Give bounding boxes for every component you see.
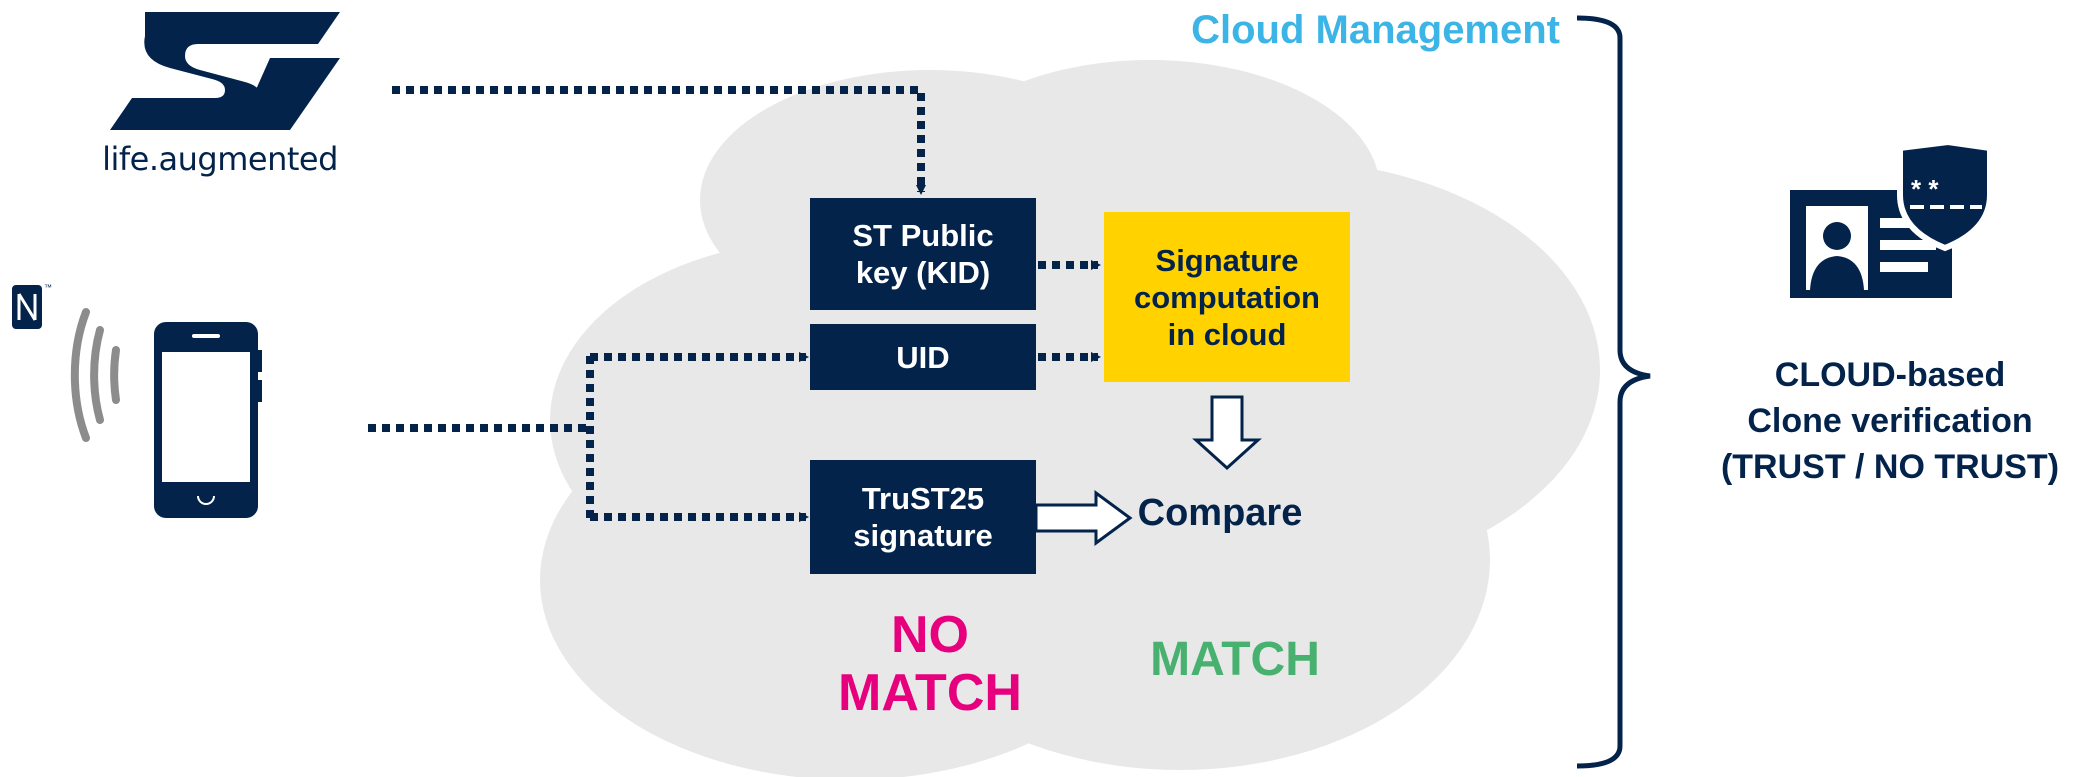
public-key-box: ST Public key (KID) xyxy=(810,198,1036,310)
svg-text:* *: * * xyxy=(1911,174,1939,204)
compare-label: Compare xyxy=(1137,492,1303,534)
down-arrow-icon xyxy=(1192,395,1262,471)
no-match-label: NO MATCH xyxy=(838,606,1022,722)
password-shield-icon: * * xyxy=(1897,138,1993,252)
connector-lines xyxy=(368,86,1101,522)
st-logo xyxy=(110,12,340,130)
verification-result-label: CLOUD-based Clone verification (TRUST / … xyxy=(1720,356,2060,486)
right-brace xyxy=(1576,15,1651,769)
nfc-signal-waves-icon xyxy=(70,308,120,442)
right-arrow-icon xyxy=(1034,490,1133,546)
signature-box: TruST25 signature xyxy=(810,460,1036,574)
cloud-management-title: Cloud Management xyxy=(1191,8,1560,52)
brand-tagline: life.augmented xyxy=(102,140,338,178)
match-label: MATCH xyxy=(1150,633,1320,686)
nfc-n-mark-icon: ™ xyxy=(12,283,52,329)
uid-box: UID xyxy=(810,324,1036,390)
cloud-shape xyxy=(540,60,1600,777)
smartphone-icon xyxy=(154,322,262,518)
svg-text:™: ™ xyxy=(44,283,52,292)
signature-computation-box: Signature computation in cloud xyxy=(1104,212,1350,382)
